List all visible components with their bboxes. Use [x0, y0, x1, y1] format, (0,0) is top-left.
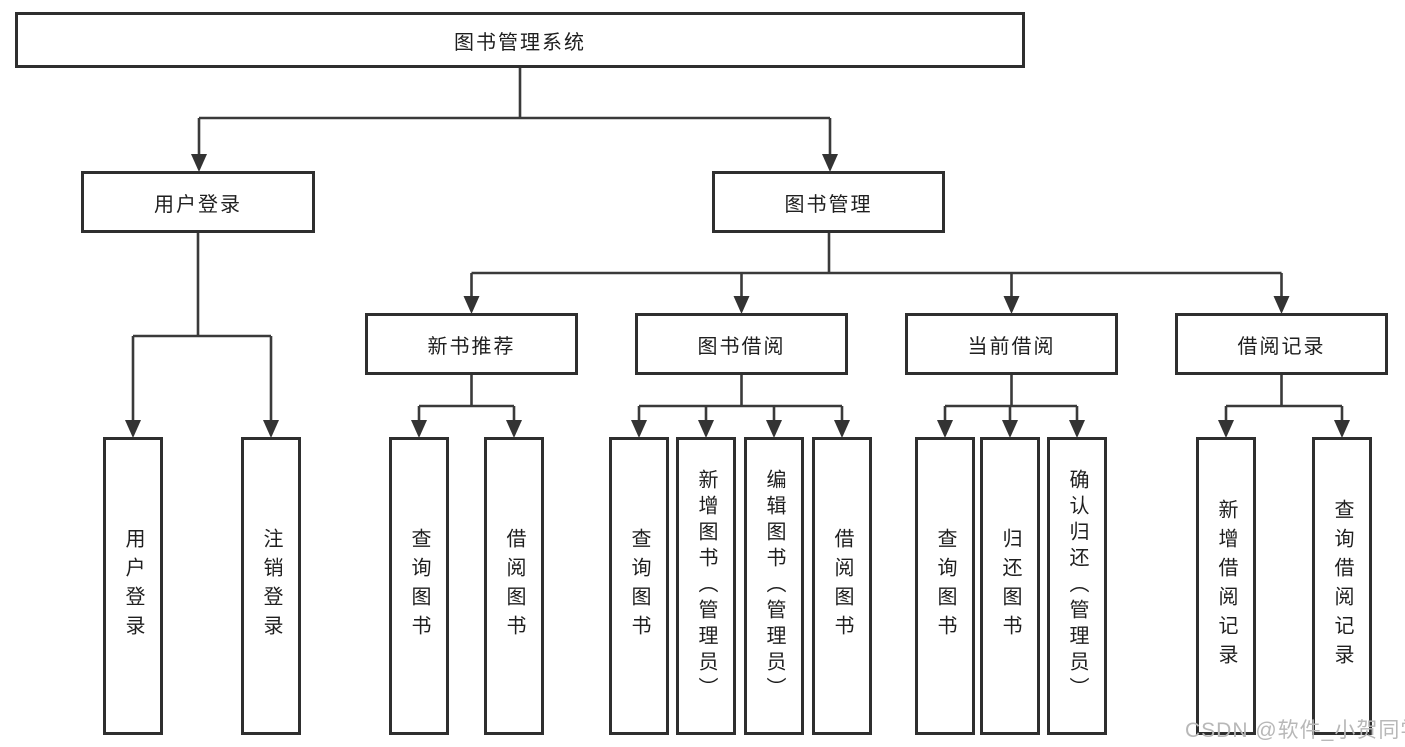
node-label: 图书管理 — [784, 193, 873, 216]
leaf-borrow-books-newrec: 借阅图书 — [484, 437, 544, 735]
node-label: 查询借阅记录 — [1331, 499, 1353, 673]
node-label: 注销登录 — [260, 528, 282, 644]
leaf-add-book-admin: 新增图书（管理员） — [676, 437, 736, 735]
csdn-watermark: CSDN @软件_小贺同学 — [1185, 719, 1405, 742]
leaf-query-books-newrec: 查询图书 — [389, 437, 449, 735]
node-label: 新书推荐 — [427, 335, 516, 358]
node-new-book-recommend: 新书推荐 — [365, 313, 578, 375]
leaf-query-borrow-record: 查询借阅记录 — [1312, 437, 1372, 735]
node-label: 查询图书 — [934, 528, 956, 644]
leaf-borrow-books-borrow: 借阅图书 — [812, 437, 872, 735]
node-label: 当前借阅 — [967, 335, 1056, 358]
leaf-add-borrow-record: 新增借阅记录 — [1196, 437, 1256, 735]
leaf-user-login: 用户登录 — [103, 437, 163, 735]
node-label: 借阅图书 — [503, 528, 525, 644]
node-label: 用户登录 — [122, 528, 144, 644]
node-label: 归还图书 — [999, 528, 1021, 644]
node-book-management: 图书管理 — [712, 171, 945, 233]
node-label: 编辑图书（管理员） — [763, 469, 785, 703]
node-label: 新增图书（管理员） — [695, 469, 717, 703]
node-current-borrow: 当前借阅 — [905, 313, 1118, 375]
leaf-logout: 注销登录 — [241, 437, 301, 735]
node-label: 图书管理系统 — [454, 31, 586, 54]
node-label: 查询图书 — [628, 528, 650, 644]
node-label: 借阅图书 — [831, 528, 853, 644]
leaf-query-books-current: 查询图书 — [915, 437, 975, 735]
leaf-edit-book-admin: 编辑图书（管理员） — [744, 437, 804, 735]
node-label: 查询图书 — [408, 528, 430, 644]
leaf-return-book: 归还图书 — [980, 437, 1040, 735]
node-label: 用户登录 — [154, 193, 242, 216]
leaf-confirm-return-admin: 确认归还（管理员） — [1047, 437, 1107, 735]
node-label: 确认归还（管理员） — [1066, 469, 1088, 703]
node-label: 图书借阅 — [697, 335, 786, 358]
node-library-management-system: 图书管理系统 — [15, 12, 1025, 68]
node-book-borrow: 图书借阅 — [635, 313, 848, 375]
node-label: 借阅记录 — [1237, 335, 1326, 358]
node-borrow-records: 借阅记录 — [1175, 313, 1388, 375]
node-user-login: 用户登录 — [81, 171, 315, 233]
node-label: 新增借阅记录 — [1215, 499, 1237, 673]
leaf-query-books-borrow: 查询图书 — [609, 437, 669, 735]
